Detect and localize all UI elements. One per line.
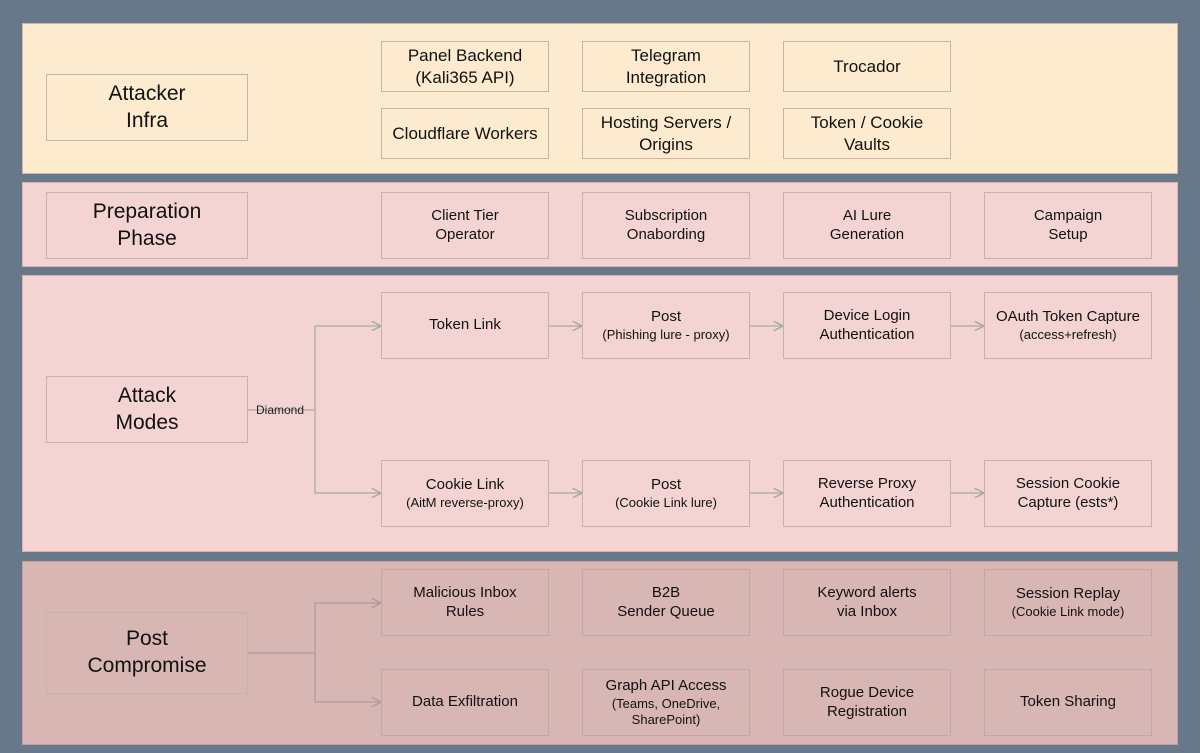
token-cookie-vaults-node: Token / Cookie Vaults [783,108,951,159]
node-line: Campaign [1033,206,1103,224]
data-exfiltration-node: Data Exfiltration [381,669,549,736]
hosting-servers-node: Hosting Servers / Origins [582,108,750,159]
malicious-inbox-rules-node: Malicious Inbox Rules [381,569,549,636]
label-line: Preparation [92,199,202,223]
post-compromise-label: Post Compromise [46,612,248,694]
trocador-node: Trocador [783,41,951,92]
node-subtitle: Capture (ests*) [1017,493,1119,511]
node-title: Data Exfiltration [412,693,518,711]
node-line: Panel Backend [407,46,523,66]
node-line: Hosting Servers / [600,113,732,133]
node-title: OAuth Token Capture [996,308,1140,325]
token-sharing-node: Token Sharing [984,669,1152,736]
node-title: Reverse Proxy [817,474,917,492]
node-line: (Kali365 API) [415,67,515,87]
node-title: Session Replay [1015,585,1121,602]
ai-lure-generation-node: AI Lure Generation [783,192,951,259]
diamond-edge-label: Diamond [256,403,305,417]
b2b-sender-queue-node: B2B Sender Queue [582,569,750,636]
label-line: Infra [125,108,169,132]
label-line: Post [125,627,169,651]
node-title: Token Link [429,316,501,334]
attacker-infra-band [22,23,1178,174]
post-phishing-lure-node: Post (Phishing lure - proxy) [582,292,750,359]
node-line: Cloudflare Workers [392,123,538,143]
attack-modes-label: Attack Modes [46,376,248,443]
post-compromise-band [22,561,1178,745]
node-title: Keyword alerts [817,583,917,601]
node-subtitle: (Teams, OneDrive, [611,695,721,711]
node-subtitle: (AitM reverse-proxy) [406,494,524,510]
node-title: Cookie Link [425,476,505,493]
cloudflare-workers-node: Cloudflare Workers [381,108,549,159]
node-title: Device Login [823,306,911,324]
session-replay-node: Session Replay (Cookie Link mode) [984,569,1152,636]
graph-api-access-node: Graph API Access (Teams, OneDrive, Share… [582,669,750,736]
cookie-link-node: Cookie Link (AitM reverse-proxy) [381,460,549,527]
client-tier-operator-node: Client Tier Operator [381,192,549,259]
node-title: Session Cookie [1015,474,1121,492]
node-line: Setup [1048,225,1088,243]
oauth-token-capture-node: OAuth Token Capture (access+refresh) [984,292,1152,359]
label-line: Attacker [108,81,186,105]
reverse-proxy-auth-node: Reverse Proxy Authentication [783,460,951,527]
node-line: Onabording [626,225,706,243]
label-line: Compromise [87,654,207,677]
node-line: Operator [435,225,495,243]
node-subtitle: (Phishing lure - proxy) [602,326,730,342]
node-subtitle: Sender Queue [617,602,715,620]
node-title: Post [650,476,681,493]
node-subtitle: Authentication [819,325,915,343]
label-line: Modes [115,410,179,434]
node-line: Telegram [631,46,701,66]
node-subtitle: via Inbox [836,602,898,620]
node-line: Integration [625,67,707,87]
preparation-phase-band [22,182,1178,267]
node-title: Token Sharing [1020,693,1116,711]
preparation-phase-label: Preparation Phase [46,192,248,259]
node-title: Rogue Device [819,683,915,701]
attack-modes-band [22,275,1178,552]
node-line: AI Lure [842,206,892,224]
node-line: Trocador [833,56,901,76]
node-subtitle: (Cookie Link mode) [1011,603,1125,619]
node-line: Vaults [844,134,890,154]
node-line: Client Tier [431,206,499,224]
device-login-node: Device Login Authentication [783,292,951,359]
session-cookie-capture-node: Session Cookie Capture (ests*) [984,460,1152,527]
node-line: Subscription [624,206,708,224]
campaign-setup-node: Campaign Setup [984,192,1152,259]
node-subtitle: Registration [826,702,908,720]
label-line: Attack [117,383,177,407]
token-link-node: Token Link [381,292,549,359]
node-title: Post [650,308,681,325]
post-cookie-lure-node: Post (Cookie Link lure) [582,460,750,527]
keyword-alerts-node: Keyword alerts via Inbox [783,569,951,636]
telegram-integration-node: Telegram Integration [582,41,750,92]
node-line: Generation [829,225,905,243]
node-subtitle: (access+refresh) [1019,326,1117,342]
rogue-device-registration-node: Rogue Device Registration [783,669,951,736]
label-line: Phase [117,226,177,250]
node-title: B2B [651,583,681,601]
subscription-onboarding-node: Subscription Onabording [582,192,750,259]
node-line: Token / Cookie [810,113,924,133]
node-title: Malicious Inbox [413,583,517,601]
node-line: Origins [639,134,693,154]
node-subtitle: (Cookie Link lure) [615,494,717,510]
node-subtitle: Authentication [819,493,915,511]
node-title: Graph API Access [605,676,727,694]
panel-backend-node: Panel Backend (Kali365 API) [381,41,549,92]
node-subtitle: SharePoint) [631,711,701,727]
attacker-infra-label: Attacker Infra [46,74,248,141]
node-subtitle: Rules [445,602,485,620]
